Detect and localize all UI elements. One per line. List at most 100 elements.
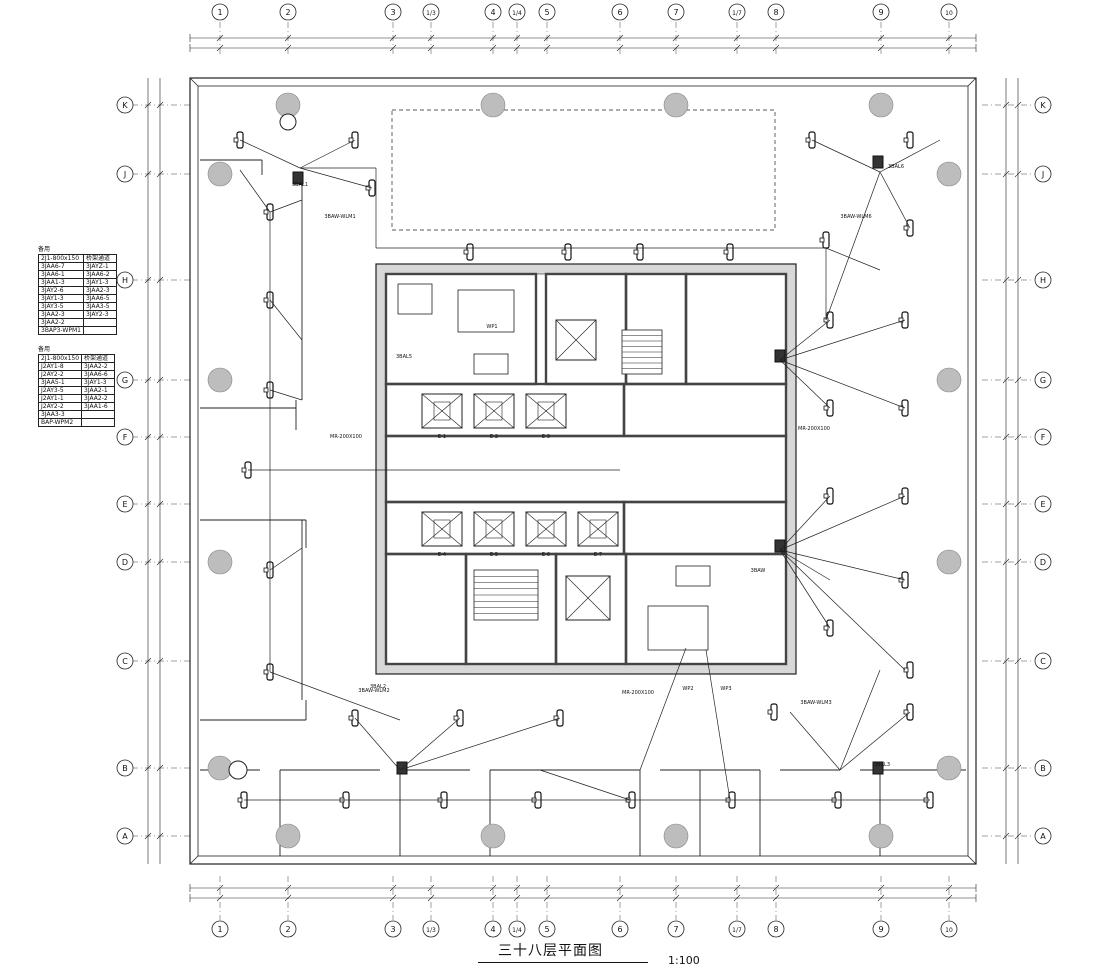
dim-tick [672, 34, 680, 42]
elevator-label: E-7 [594, 552, 602, 558]
bubble-circle [1034, 165, 1052, 183]
elevator-label: E-1 [438, 434, 446, 440]
legend-cell: 3JAY1-3 [38, 294, 84, 303]
legend-cell: 3JAA2-2 [81, 394, 116, 403]
fixture-switch [823, 625, 829, 631]
dim-tick [489, 894, 497, 902]
wire-run [779, 549, 906, 581]
elevator-label: E-4 [438, 552, 446, 558]
dim-tick [672, 884, 680, 892]
bubble-label: G [122, 376, 128, 385]
fixture-switch [553, 715, 559, 721]
fixture-switch [903, 667, 909, 673]
dim-tick [513, 44, 521, 52]
fixture-switch [348, 715, 354, 721]
grid-bubble: E [1034, 495, 1052, 513]
light-fixture [767, 703, 778, 721]
legend-cell: 3JAA5-1 [37, 378, 83, 387]
column [207, 755, 233, 781]
grid-bubble: 1/3 [422, 920, 440, 938]
dim-tick [144, 558, 152, 566]
wire-run [779, 495, 831, 551]
grid-bubble: E [116, 495, 134, 513]
bubble-circle [667, 920, 685, 938]
dimension-lines [144, 34, 1022, 902]
bubble-circle [279, 3, 297, 21]
dim-tick [156, 276, 164, 284]
bubble-circle [611, 920, 629, 938]
bubble-circle [728, 920, 746, 938]
light-fixture [903, 131, 914, 149]
grid-bubble: 7 [667, 3, 685, 21]
dim-tick [772, 34, 780, 42]
legend-cell: 2J1-800x150 [37, 354, 83, 363]
grid-bubble: 1/7 [728, 3, 746, 21]
legend-row: BAP-WPM2 [37, 418, 116, 427]
grid-bubble: 7 [667, 920, 685, 938]
dim-tick [945, 884, 953, 892]
bubble-circle [116, 652, 134, 670]
dim-tick [156, 433, 164, 441]
dim-tick [513, 34, 521, 42]
dim-tick [156, 500, 164, 508]
bubble-circle [767, 920, 785, 938]
dim-tick [389, 884, 397, 892]
wire-run [269, 671, 401, 721]
light-fixture [903, 703, 914, 721]
wire-run [839, 669, 881, 771]
dim-tick [144, 832, 152, 840]
panel-label: 3BAL3 [874, 762, 890, 768]
bubble-circle [116, 371, 134, 389]
legend-cell: BAP-WPM2 [37, 418, 83, 427]
equipment-label: WP3 [720, 686, 731, 692]
dim-tick [1002, 500, 1010, 508]
bubble-circle [211, 920, 229, 938]
bubble-label: 6 [617, 8, 622, 17]
elevator-label: E-6 [542, 552, 550, 558]
dim-tick [877, 44, 885, 52]
dim-tick [389, 894, 397, 902]
panel-label: 3BAW [751, 568, 766, 574]
dim-tick [945, 34, 953, 42]
bubble-circle [116, 553, 134, 571]
fixture-switch [263, 669, 269, 675]
dim-tick [772, 894, 780, 902]
legend-cell [81, 410, 116, 419]
legend-cell: J2AY2-2 [37, 402, 83, 411]
structural-columns [207, 92, 962, 849]
bubble-circle [1034, 652, 1052, 670]
grid-bubble: 2 [279, 920, 297, 938]
bubble-circle [1034, 553, 1052, 571]
bubble-label: B [122, 764, 128, 773]
legend-row: 3JAA2-2 [38, 318, 117, 327]
column [936, 161, 962, 187]
equipment-box [457, 289, 515, 333]
distribution-panel [292, 171, 304, 185]
wall-corner [189, 77, 199, 87]
bubble-label: K [1040, 101, 1046, 110]
elevator-cross [525, 393, 567, 429]
light-fixture [823, 399, 834, 417]
wire-run [779, 319, 906, 361]
fixture-switch [263, 209, 269, 215]
grid-bubble: 5 [538, 920, 556, 938]
wire-run [539, 769, 631, 801]
light-fixture [823, 619, 834, 637]
grid-bubble: 1/4 [508, 920, 526, 938]
elevator-label: E-2 [490, 434, 498, 440]
bubble-circle [1034, 271, 1052, 289]
fixture-switch [903, 709, 909, 715]
bubble-label: 3 [390, 8, 395, 17]
bubble-label: H [1040, 276, 1046, 285]
grid-bubble: K [1034, 96, 1052, 114]
column [868, 823, 894, 849]
bubble-label: C [1040, 657, 1046, 666]
grid-bubble: H [1034, 271, 1052, 289]
grid-bubble: 1/3 [422, 3, 440, 21]
grid-bubble: 3 [384, 3, 402, 21]
grid-bubble: 3 [384, 920, 402, 938]
